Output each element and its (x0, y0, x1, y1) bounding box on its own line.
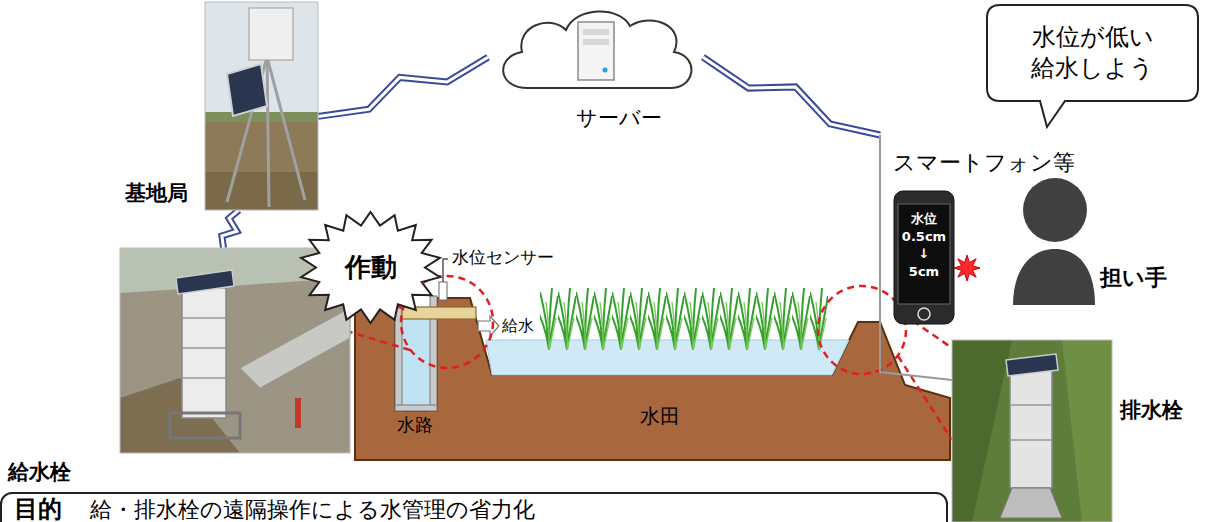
supply-pipe (402, 307, 499, 336)
purpose-band: 目的 給・排水栓の遠隔操作による水管理の省力化 (0, 492, 948, 522)
base-station-photo: 基地局 (205, 2, 318, 210)
node-body-text: 水位 0.5cm ↓ 5cm (898, 210, 950, 280)
node-body-text: 給・排水栓の遠隔操作による水管理の省力化 (90, 498, 535, 522)
node-label: 担い手 (1100, 265, 1167, 291)
level-sensor (439, 259, 448, 300)
outlet-valve-photo-shape (952, 340, 1112, 522)
farmer-icon: 担い手 (1010, 175, 1110, 305)
field-label: 水田 (640, 404, 680, 428)
rice-plants (540, 288, 828, 350)
farmer-icon-shape (1010, 175, 1110, 305)
smartphone: スマートフォン等水位 0.5cm ↓ 5cm (893, 190, 955, 325)
canal-label: 水路 (397, 414, 433, 436)
wireless-link (318, 57, 488, 116)
focus-circles (350, 276, 952, 440)
speech-bubble-shape (985, 3, 1200, 103)
node-label: 排水栓 (1120, 398, 1183, 423)
sensor-label: 水位センサー (452, 247, 554, 267)
flow-label: 給水 (500, 316, 536, 335)
actuation-burst: 作動 (298, 210, 443, 325)
outlet-valve-photo: 排水栓 (952, 340, 1112, 522)
wireless-link (703, 57, 952, 380)
node-label: 給水栓 (8, 460, 71, 485)
node-label: 基地局 (125, 181, 188, 206)
node-label: 水位が低い 給水しよう (1027, 22, 1159, 84)
speech-bubble: 水位が低い 給水しよう (985, 3, 1200, 103)
wireless-link (222, 210, 239, 248)
node-label: 目的 (14, 496, 62, 522)
server-cloud: サーバー (488, 2, 703, 94)
node-label: サーバー (576, 106, 662, 131)
node-label: スマートフォン等 (893, 150, 1075, 176)
server-cloud-shape (488, 2, 703, 94)
node-label: 作動 (345, 252, 397, 283)
base-station-photo-shape (205, 2, 318, 210)
